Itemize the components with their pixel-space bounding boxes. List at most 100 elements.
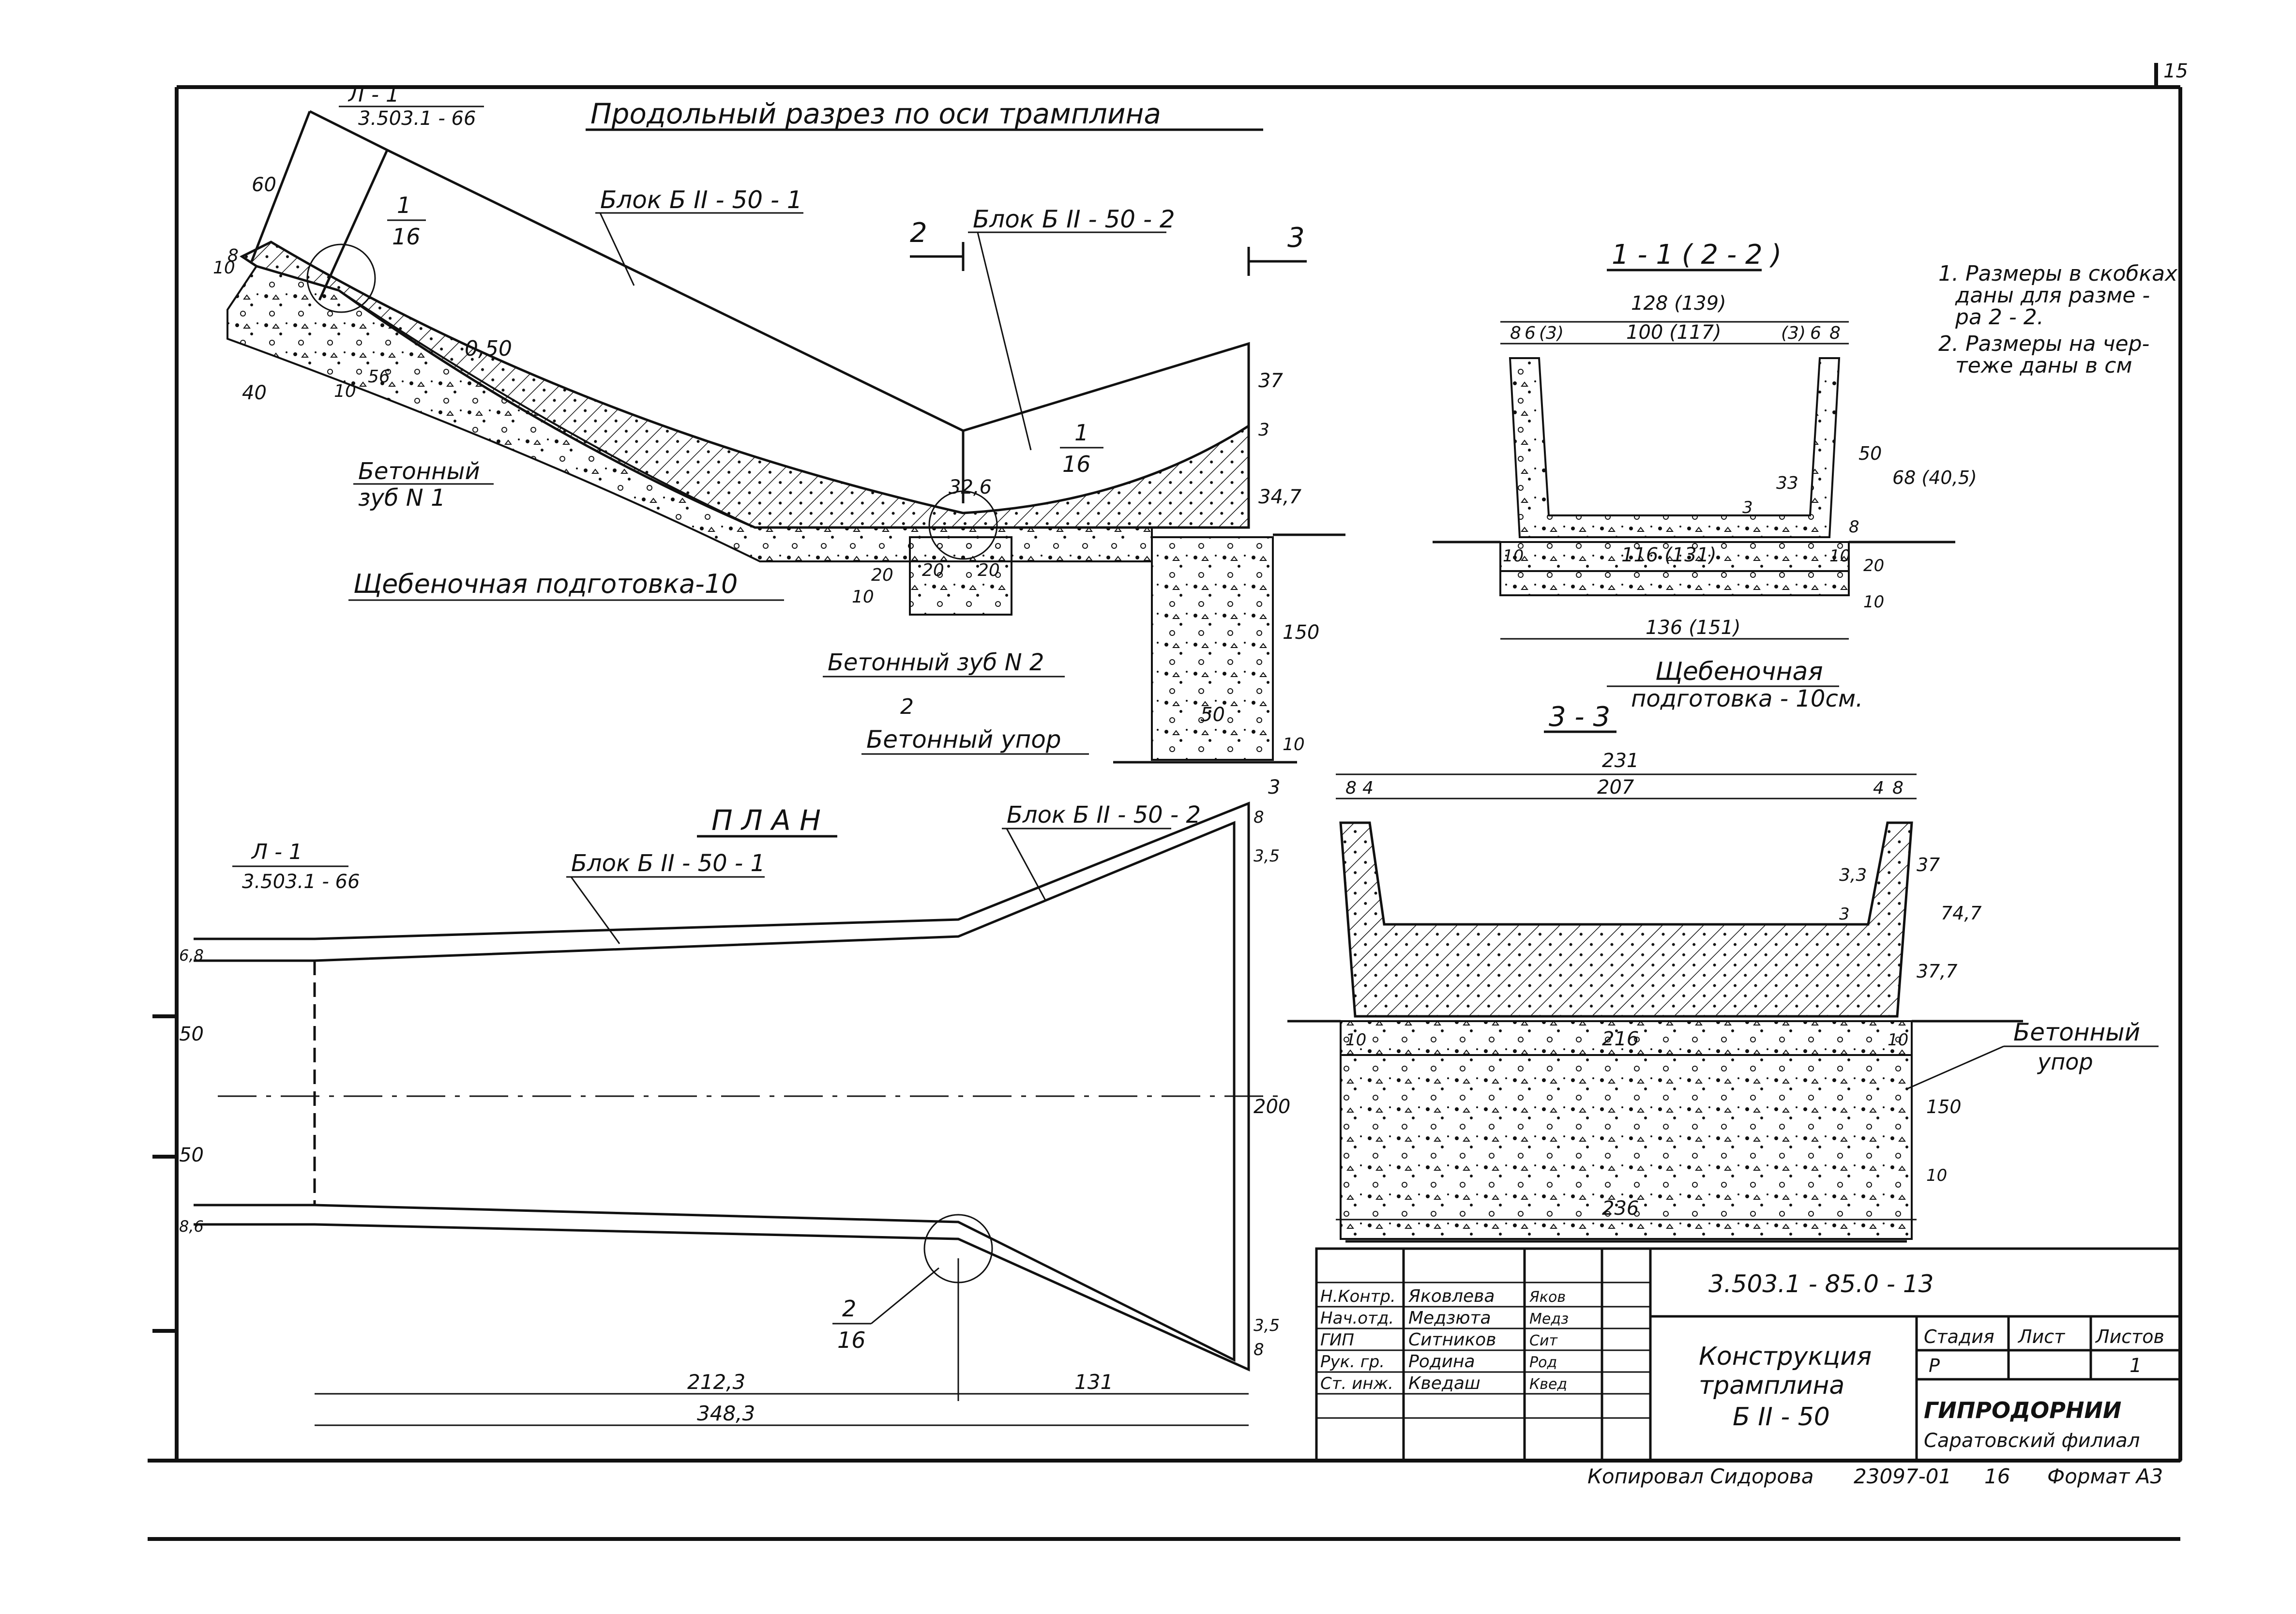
dim: 236 bbox=[1602, 1197, 1639, 1220]
dim: 100 (117) bbox=[1626, 321, 1722, 344]
plan-block-1: Блок Б II - 50 - 1 bbox=[571, 850, 765, 877]
dim: 56 bbox=[368, 367, 390, 387]
notes: 1. Размеры в скобках даны для разме - ра… bbox=[1938, 261, 2178, 378]
dim: 37 bbox=[1917, 854, 1940, 875]
dim: 3 bbox=[1839, 905, 1850, 924]
dim: 200 bbox=[1254, 1096, 1290, 1118]
dim: 8 bbox=[1892, 778, 1903, 798]
signature: Яков bbox=[1529, 1289, 1566, 1306]
org-name: ГИПРОДОРНИИ bbox=[1924, 1397, 2121, 1423]
dim: 40 bbox=[242, 382, 267, 404]
dim: 3 bbox=[1742, 498, 1753, 517]
section-1-1-gravel-b: подготовка - 10см. bbox=[1631, 685, 1863, 712]
tray-3-3 bbox=[1339, 821, 1913, 1018]
signature: Медз bbox=[1529, 1311, 1569, 1327]
dim: 68 (40,5) bbox=[1892, 467, 1977, 488]
name: Кведаш bbox=[1408, 1373, 1480, 1393]
dim: 116 (131) bbox=[1621, 544, 1717, 566]
role: ГИП bbox=[1320, 1330, 1354, 1350]
plan-ref-l1: Л - 1 bbox=[251, 840, 302, 864]
order-number: 23097-01 bbox=[1854, 1464, 1951, 1488]
section-3-3: 3 - 3 231 8 4 207 4 8 3,3 3 37 74,7 37,7… bbox=[1287, 701, 2159, 1243]
plan-title: П Л А Н bbox=[711, 804, 821, 837]
dim: 60 bbox=[252, 174, 276, 196]
dim: 4 bbox=[1362, 778, 1374, 798]
footer-sheet: 16 bbox=[1984, 1464, 2010, 1488]
ref-l1: Л - 1 bbox=[347, 82, 399, 107]
block-2-label: Блок Б II - 50 - 2 bbox=[973, 205, 1175, 233]
dim: 8 bbox=[1345, 778, 1357, 798]
block-outline bbox=[309, 110, 1250, 528]
dim: 131 bbox=[1074, 1370, 1113, 1394]
dim: 8 bbox=[1849, 517, 1859, 537]
dim: 6 bbox=[1810, 323, 1821, 343]
dim: 10 bbox=[1863, 592, 1884, 612]
dim: 207 bbox=[1597, 776, 1634, 799]
name: Медзюта bbox=[1408, 1308, 1491, 1328]
sheet-frame bbox=[148, 63, 2182, 1541]
name: Родина bbox=[1408, 1352, 1475, 1372]
dim: 128 (139) bbox=[1631, 292, 1726, 315]
section-3-3-stop-b: упор bbox=[2037, 1049, 2093, 1075]
note-1c: ра 2 - 2. bbox=[1955, 305, 2044, 330]
tooth-1-label-b: зуб N 1 bbox=[358, 484, 446, 512]
role: Рук. гр. bbox=[1320, 1352, 1385, 1372]
dim: 150 bbox=[1283, 621, 1319, 644]
dim: 3,3 bbox=[1839, 865, 1867, 885]
dim: 8 bbox=[227, 246, 239, 266]
dim: 8,6 bbox=[179, 1217, 204, 1236]
stamp-code: 3.503.1 - 85.0 - 13 bbox=[1708, 1270, 1933, 1298]
dim: (3) bbox=[1781, 323, 1806, 343]
dim: 150 bbox=[1926, 1096, 1962, 1117]
dim: 10 bbox=[1829, 546, 1850, 566]
ref-code: 3.503.1 - 66 bbox=[358, 107, 476, 130]
dim: 10 bbox=[1345, 1030, 1366, 1050]
node-b-num: 1 bbox=[1074, 420, 1088, 446]
dim: 20 bbox=[978, 560, 1000, 580]
dim: 4 bbox=[1873, 778, 1884, 798]
plan-ref-code: 3.503.1 - 66 bbox=[242, 871, 360, 893]
dim: 3 bbox=[1258, 420, 1269, 440]
signature: Сит bbox=[1529, 1332, 1558, 1349]
dim: 20 bbox=[922, 560, 944, 580]
note-2b: теже даны в см bbox=[1955, 353, 2132, 378]
dim: 20 bbox=[871, 565, 893, 585]
concrete-stop bbox=[1151, 536, 1274, 761]
dim: 6,8 bbox=[179, 946, 204, 965]
plan-dims: 6,8 50 50 8,6 3,5 8 200 3,5 8 212,3 131 … bbox=[179, 776, 1290, 1425]
note-1b: даны для разме - bbox=[1955, 283, 2150, 308]
stop-3-3 bbox=[1340, 1054, 1913, 1240]
section-3-3-title: 3 - 3 bbox=[1549, 701, 1610, 733]
node-1-16-den: 16 bbox=[392, 224, 421, 250]
format: Формат А3 bbox=[2047, 1464, 2163, 1488]
long-section-title: Продольный разрез по оси трамплина bbox=[590, 97, 1161, 130]
plan-outline bbox=[194, 801, 1250, 1372]
copied-by: Копировал Сидорова bbox=[1587, 1464, 1814, 1488]
title-block: 3.503.1 - 85.0 - 13 Н.Контр. Нач.отд. ГИ… bbox=[1315, 1247, 2182, 1462]
cut-2-mark: 2 bbox=[910, 217, 927, 249]
stop-label: Бетонный упор bbox=[866, 725, 1061, 754]
dim: 34,7 bbox=[1258, 486, 1302, 508]
role: Н.Контр. bbox=[1320, 1287, 1396, 1306]
dim: 50 bbox=[179, 1144, 204, 1166]
dim: 8 bbox=[1254, 1340, 1264, 1359]
signature: Квед bbox=[1529, 1376, 1567, 1393]
stamp-title-c: Б II - 50 bbox=[1733, 1403, 1830, 1432]
dim: 10 bbox=[852, 587, 874, 607]
stage-header: Стадия bbox=[1924, 1326, 1994, 1347]
dim: 348,3 bbox=[697, 1402, 755, 1425]
section-1-1: 1 - 1 ( 2 - 2 ) 128 (139) 8 6 (3) 100 (1… bbox=[1433, 239, 1977, 712]
dim: 37,7 bbox=[1917, 961, 1958, 982]
cut-3-mark: 3 bbox=[1287, 222, 1305, 254]
dim: 8 bbox=[1254, 808, 1264, 827]
tray-block-hatch bbox=[240, 241, 1250, 529]
section-1-1-dims: 128 (139) 8 6 (3) 100 (117) (3) 6 8 50 6… bbox=[1503, 292, 1977, 639]
dim: 3,5 bbox=[1254, 846, 1280, 866]
plan: П Л А Н Л - 1 3.503.1 - 66 Блок Б II - 5… bbox=[179, 776, 1290, 1426]
dim: 10 bbox=[1503, 546, 1524, 566]
dim: (3) bbox=[1539, 323, 1564, 343]
long-section: Продольный разрез по оси трамплина 2 3 Л… bbox=[213, 82, 1345, 764]
base-1-1 bbox=[1499, 541, 1850, 572]
sheets-value: 1 bbox=[2130, 1355, 2142, 1377]
